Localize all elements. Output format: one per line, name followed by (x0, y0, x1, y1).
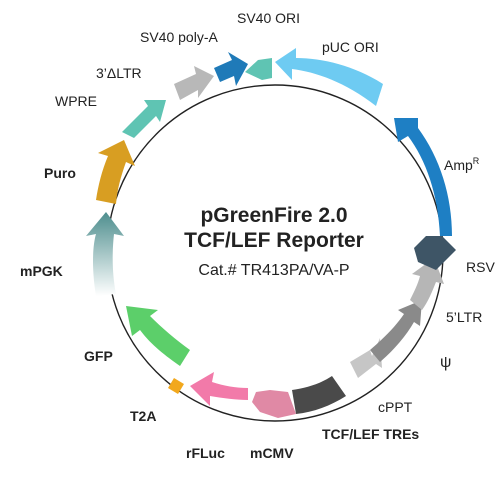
label-amp-sup: R (473, 156, 480, 166)
feature-3ltr (174, 66, 214, 100)
feature-rfluc (190, 372, 248, 406)
feature-psi (370, 300, 422, 362)
label-sv40-ori: SV40 ORI (237, 10, 300, 26)
plasmid-name: pGreenFire 2.0 (200, 204, 347, 227)
feature-sv40-ori (245, 58, 272, 80)
label-cppt: cPPT (378, 399, 413, 415)
feature-mcmv (252, 390, 296, 418)
label-puro: Puro (44, 165, 76, 181)
label-rfluc: rFLuc (186, 445, 225, 461)
feature-gfp (126, 306, 190, 366)
label-gfp: GFP (84, 348, 113, 364)
label-amp-main: Amp (444, 157, 473, 173)
label-3ltr: 3’ΔLTR (96, 65, 142, 81)
label-mpgk: mPGK (20, 263, 63, 279)
label-sv40-polya: SV40 poly-A (140, 29, 218, 45)
label-psi: ψ (440, 354, 451, 371)
feature-sv40-polya (214, 52, 248, 86)
plasmid-subtitle: TCF/LEF Reporter (184, 229, 364, 252)
feature-rsv (414, 236, 456, 270)
label-tcf-lef-tres: TCF/LEF TREs (322, 426, 419, 442)
feature-wpre (122, 100, 166, 138)
label-t2a: T2A (130, 408, 156, 424)
feature-puc-ori (275, 48, 383, 106)
feature-t2a (168, 378, 184, 394)
label-5ltr: 5’LTR (446, 309, 482, 325)
label-amp: AmpR (444, 156, 480, 173)
label-mcmv: mCMV (250, 445, 294, 461)
label-wpre: WPRE (55, 93, 97, 109)
plasmid-catalog: Cat.# TR413PA/VA-P (198, 262, 349, 279)
feature-mpgk (86, 212, 124, 296)
feature-5ltr (410, 258, 444, 310)
label-rsv: RSV (466, 259, 495, 275)
feature-cppt (350, 338, 382, 378)
feature-puro (96, 140, 135, 204)
feature-tcf-lef-tres (292, 376, 346, 414)
feature-amp (394, 118, 452, 236)
label-puc-ori: pUC ORI (322, 39, 379, 55)
backbone-circle (106, 84, 444, 422)
